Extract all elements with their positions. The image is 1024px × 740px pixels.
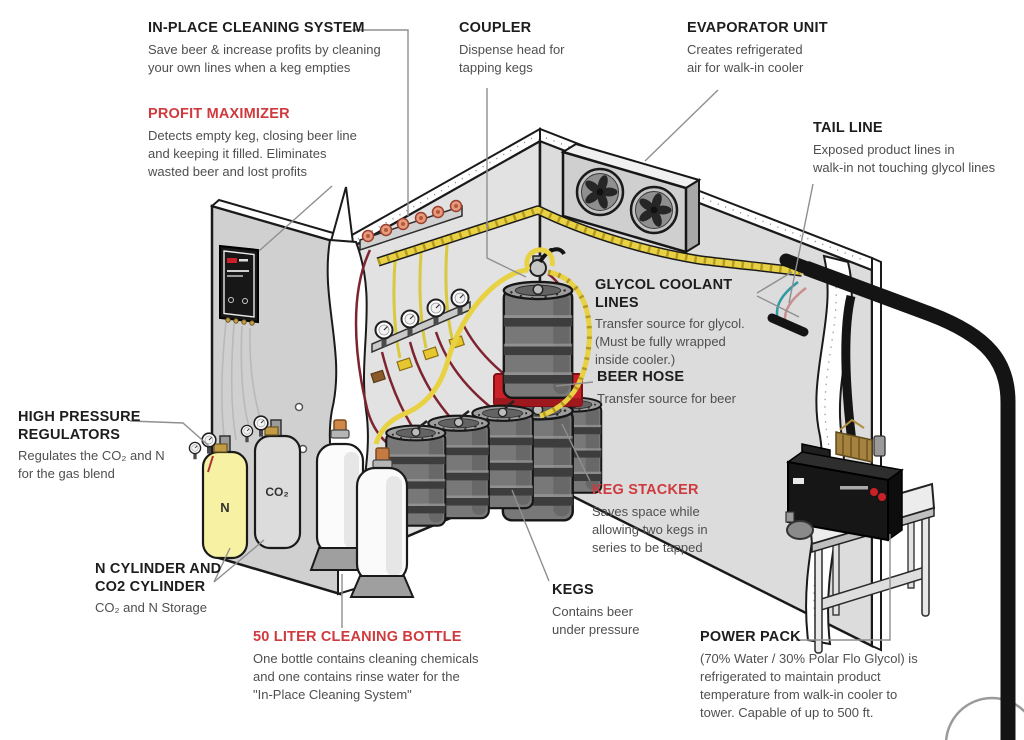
label-50-liter-cleaning-bottle: 50 LITER CLEANING BOTTLE One bottle cont… — [253, 629, 528, 704]
label-desc: Dispense head for tapping kegs — [459, 41, 565, 75]
label-desc: Transfer source for beer — [597, 390, 736, 406]
label-desc: Regulates the CO₂ and N for the gas blen… — [18, 448, 165, 482]
leader-kegs — [511, 489, 550, 582]
label-desc: Contains beer under pressure — [552, 603, 640, 637]
trunk-line-to-tower — [803, 260, 1016, 740]
label-heading: 50 LITER CLEANING BOTTLE — [253, 629, 462, 645]
leader-power-pack — [796, 534, 891, 641]
label-desc: Creates refrigerated air for walk-in coo… — [687, 41, 804, 75]
label-beer-hose: BEER HOSE Transfer source for beer — [597, 369, 792, 408]
leader-lines — [129, 29, 891, 641]
label-heading: GLYCOL COOLANT LINES — [595, 277, 733, 311]
label-glycol-coolant-lines: GLYCOL COOLANT LINES Transfer source for… — [595, 277, 780, 369]
leader-evaporator — [644, 89, 719, 162]
label-desc: Exposed product lines in walk-in not tou… — [813, 141, 996, 175]
co2-cylinder-label: CO₂ — [265, 485, 288, 499]
leader-coupler — [486, 88, 527, 278]
label-tail-line: TAIL LINE Exposed product lines in walk-… — [813, 120, 1021, 177]
kegs-group — [373, 247, 603, 527]
label-kegs: KEGS Contains beer under pressure — [552, 582, 702, 639]
label-heading: COUPLER — [459, 20, 532, 36]
label-keg-stacker: KEG STACKER Saves space while allowing t… — [592, 482, 767, 557]
label-desc: Save beer & increase profits by cleaning… — [148, 41, 381, 75]
label-heading: BEER HOSE — [597, 369, 685, 385]
label-heading: POWER PACK — [700, 629, 801, 645]
label-heading: EVAPORATOR UNIT — [687, 20, 828, 36]
leader-keg-stacker — [561, 423, 591, 482]
fob-detectors — [370, 335, 465, 384]
label-heading: TAIL LINE — [813, 120, 883, 136]
gas-cylinders: CO₂ N — [187, 416, 302, 560]
cleaning-bottles — [309, 419, 415, 598]
glycol-feed-lines — [392, 233, 454, 359]
keg-coupler — [529, 247, 566, 277]
label-coupler: COUPLER Dispense head for tapping kegs — [459, 20, 634, 77]
leader-in-place — [352, 29, 409, 216]
label-desc: One bottle contains cleaning chemicals a… — [253, 650, 479, 702]
label-heading: PROFIT MAXIMIZER — [148, 106, 290, 122]
leader-n-cylinder — [213, 547, 231, 583]
label-desc: Transfer source for glycol. (Must be ful… — [595, 316, 745, 368]
leader-glycol-2 — [756, 295, 800, 318]
label-desc: CO₂ and N Storage — [95, 600, 207, 616]
label-desc: Saves space while allowing two kegs in s… — [592, 503, 708, 555]
leader-co2-cylinder — [213, 539, 265, 583]
label-heading: IN-PLACE CLEANING SYSTEM — [148, 20, 365, 36]
evaporator-unit — [560, 142, 702, 254]
profit-maximizer-box — [219, 244, 263, 441]
leader-beer-hose — [555, 381, 594, 387]
stacked-keg-top — [502, 280, 574, 399]
label-high-pressure-regulators: HIGH PRESSURE REGULATORS Regulates the C… — [18, 409, 213, 483]
glycol-coupler-loop — [373, 247, 592, 445]
label-profit-maximizer: PROFIT MAXIMIZER Detects empty keg, clos… — [148, 106, 393, 181]
high-pressure-regulators — [187, 416, 279, 473]
label-power-pack: POWER PACK (70% Water / 30% Polar Flo Gl… — [700, 629, 950, 721]
glycol-junction — [767, 253, 835, 337]
label-evaporator-unit: EVAPORATOR UNIT Creates refrigerated air… — [687, 20, 872, 77]
label-heading: N CYLINDER AND CO2 CYLINDER — [95, 561, 222, 595]
label-desc: (70% Water / 30% Polar Flo Glycol) is re… — [700, 650, 918, 720]
label-heading: HIGH PRESSURE REGULATORS — [18, 409, 141, 443]
label-desc: Detects empty keg, closing beer line and… — [148, 127, 357, 179]
power-pack — [785, 418, 904, 542]
evaporator-fan-left — [575, 167, 625, 217]
n-cylinder-label: N — [220, 500, 229, 515]
label-heading: KEG STACKER — [592, 482, 699, 498]
leader-tail-line — [788, 183, 814, 304]
in-place-cleaning-manifold — [359, 199, 463, 252]
label-in-place-cleaning-system: IN-PLACE CLEANING SYSTEM Save beer & inc… — [148, 20, 398, 77]
leader-glycol-1 — [756, 271, 793, 294]
glycol-main-line — [376, 205, 803, 277]
evaporator-fan-right — [629, 185, 679, 235]
leader-regulators — [129, 420, 210, 447]
label-heading: KEGS — [552, 582, 594, 598]
leader-profit-maximizer — [258, 185, 333, 252]
label-n-co2-cylinders: N CYLINDER AND CO2 CYLINDER CO₂ and N St… — [95, 561, 280, 617]
